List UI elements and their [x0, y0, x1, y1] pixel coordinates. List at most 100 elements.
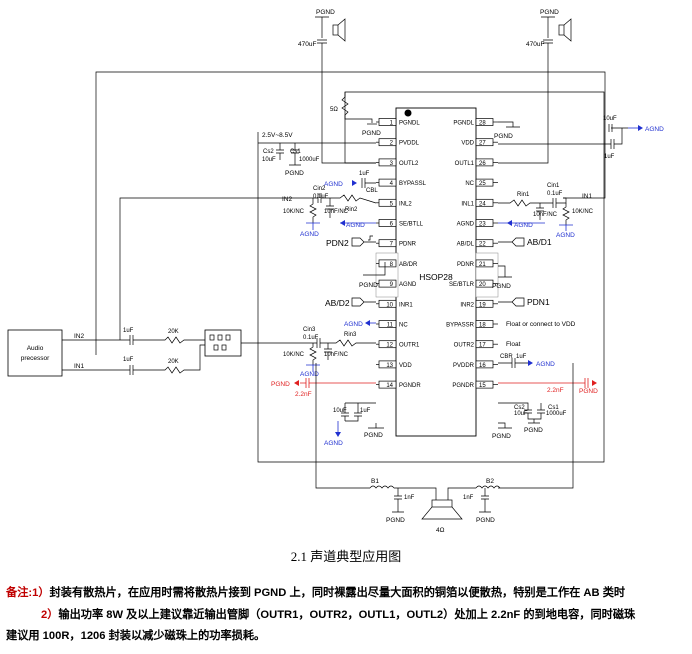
b2-label: B2	[486, 478, 494, 485]
cin3-label: Cin3	[303, 327, 316, 333]
cs1-label: Cs1	[548, 405, 559, 411]
c1000-label: 1000uF	[546, 411, 567, 417]
speaker-icon	[431, 499, 453, 508]
note-1-text: 封装有散热片，在应用时需将散热片接到 PGND 上，同时裸露出尽量大面积的铜箔以…	[49, 587, 626, 599]
control-pins-mid: AB/D2 PDN1 AGND Float or connect to VDD …	[325, 297, 576, 348]
input-network-in1: Rin1 Cin1 0.1uF IN1 10K/NC 10nF/NC AGND …	[498, 183, 594, 239]
speaker-bottom: B1 1nF PGND B2 1nF PGND 4Ω	[315, 363, 574, 534]
in1-label: IN1	[74, 363, 85, 370]
wire-in1-loop	[95, 71, 606, 355]
switch-block	[204, 329, 242, 357]
pin-box	[378, 219, 397, 227]
note-2: 2）输出功率 8W 及以上建议靠近输出管脚（OUTR1，OUTR2，OUTL1，…	[6, 605, 686, 627]
pgnd-label: PGND	[359, 282, 378, 289]
c1-label: 1uF	[360, 408, 371, 414]
pin-number: 11	[387, 323, 394, 329]
note-2-cont: 建议用 100R，1206 封装以减少磁珠上的功率损耗。	[6, 630, 266, 642]
r4-label: 4Ω	[436, 527, 445, 534]
pin-box	[378, 279, 397, 288]
agnd-label: AGND	[514, 222, 533, 229]
r10k-label: 10K/NC	[283, 209, 305, 215]
pgnd-label: PGND	[579, 388, 598, 395]
chip-body	[395, 107, 477, 437]
pin-label: AB/DL	[457, 242, 475, 248]
agnd-label: AGND	[300, 231, 319, 238]
pin-box	[378, 320, 397, 328]
pin-number: 2	[390, 141, 394, 147]
note-1: 备注:1）封装有散热片，在应用时需将散热片接到 PGND 上，同时裸露出尽量大面…	[6, 583, 686, 605]
c10-label: 10uF	[333, 408, 347, 414]
pin-label: PGNDL	[399, 121, 420, 127]
rin3-label: Rin3	[344, 332, 357, 338]
pgnd-label: PGND	[364, 432, 383, 439]
pin-label: OUTR1	[399, 343, 420, 349]
r20k-label: 20K	[168, 329, 179, 335]
agnd-label: AGND	[324, 181, 343, 188]
pgnd-label: PGND	[386, 517, 405, 524]
pin-number: 3	[390, 161, 394, 167]
vdd-decoupling-left: 10uF 1uF AGND PGND	[324, 402, 384, 447]
pin-label: NC	[399, 323, 408, 329]
pin-box	[378, 239, 397, 248]
pin-number: 23	[479, 222, 486, 228]
c470-label: 470uF	[298, 41, 316, 48]
pin-label: PVDDR	[453, 363, 475, 369]
pgnd-label: PGND	[492, 433, 511, 440]
c1-label: 1uF	[123, 328, 134, 334]
pin-box	[378, 299, 397, 308]
c1-label: 1uF	[604, 154, 615, 160]
pin-label: OUTL1	[455, 161, 475, 167]
abd2-label: AB/D2	[325, 298, 350, 308]
r20k-label: 20K	[168, 359, 179, 365]
abd1-label: AB/D1	[527, 237, 552, 247]
float-vdd-label: Float or connect to VDD	[506, 321, 576, 328]
cs1-label: Cs1	[290, 149, 301, 155]
pin-number: 27	[479, 141, 486, 147]
figure-caption: 2.1 声道典型应用图	[290, 549, 402, 564]
agnd-label: AGND	[536, 361, 555, 368]
pin-label: PGNDR	[399, 383, 421, 389]
pin-number: 18	[479, 323, 486, 329]
pin-number: 20	[479, 282, 486, 288]
agnd-label: AGND	[300, 371, 319, 378]
c22n-label: 2.2nF	[547, 387, 564, 394]
speaker-icon	[558, 24, 565, 36]
pin-box	[378, 360, 397, 369]
pgnd-label: PGND	[492, 283, 511, 290]
in1-label: IN1	[582, 193, 593, 200]
pin-label: PDNR	[457, 262, 475, 268]
notes: 备注:1）封装有散热片，在应用时需将散热片接到 PGND 上，同时裸露出尽量大面…	[6, 583, 686, 648]
pin-number: 15	[479, 383, 486, 389]
pin-number: 5	[390, 201, 394, 207]
agnd-label: AGND	[346, 222, 365, 229]
pgnd-label: PGND	[540, 9, 559, 16]
cs2-label: Cs2	[263, 149, 274, 155]
pin-box	[378, 178, 397, 187]
pin-label: INL2	[399, 201, 412, 207]
cin1-label: Cin1	[547, 183, 560, 189]
pin-label: OUTL2	[399, 161, 419, 167]
speaker-right-top: PGND 470uF	[498, 9, 572, 164]
pin-number: 8	[390, 262, 394, 268]
pin-number: 25	[479, 181, 486, 187]
pgnd-label: PGND	[316, 9, 335, 16]
pin-label: INR2	[460, 302, 474, 308]
pin-label: PDNR	[399, 242, 417, 248]
pgnd-label: PGND	[476, 517, 495, 524]
cin2-label: Cin2	[313, 186, 326, 192]
speaker-left-top: PGND 470uF 5Ω PGND	[298, 9, 381, 164]
pin-label: VDD	[399, 363, 412, 369]
notes-label: 备注:	[6, 587, 33, 599]
c10-label: 10uF	[514, 411, 528, 417]
c1nf-label: 1nF	[463, 495, 474, 501]
pgnd-label: PGND	[362, 130, 381, 137]
pin-label: PVDDL	[399, 141, 420, 147]
pin-number: 6	[390, 222, 394, 228]
supply-left: 2.5V~8.5V Cs1 1000uF Cs2 10uF PGND	[258, 132, 376, 177]
pin-label: AGND	[457, 222, 475, 228]
pin-box	[378, 138, 397, 147]
c22n-label: 2.2nF	[295, 391, 312, 398]
pin-box	[378, 259, 397, 268]
pin-label: BYPASSR	[446, 323, 475, 329]
pin-label: SE/BTLR	[449, 282, 475, 288]
